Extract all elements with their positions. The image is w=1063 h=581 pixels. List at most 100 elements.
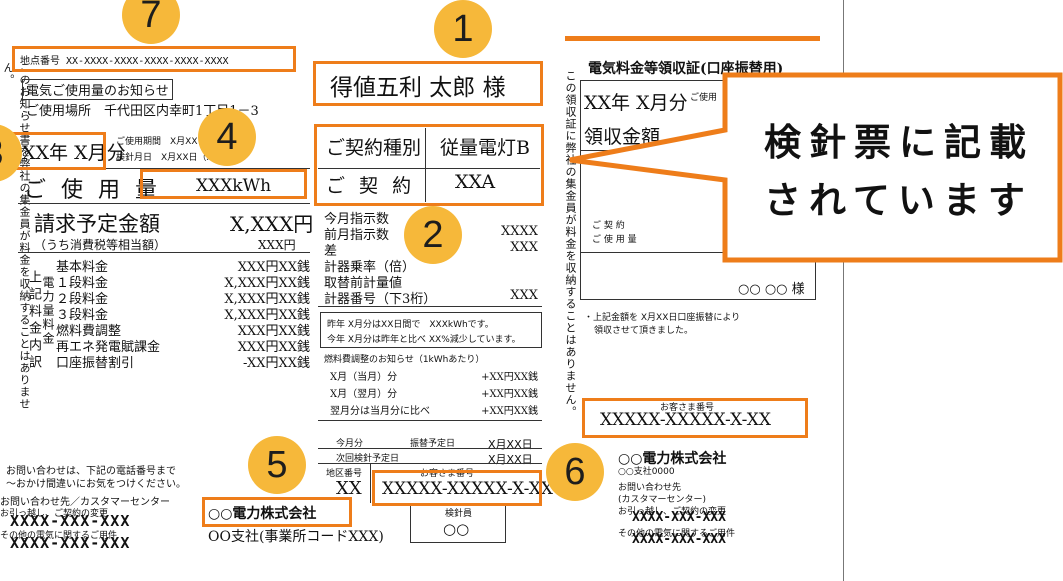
next-meter-label: 次回検針予定日 bbox=[336, 454, 400, 464]
breakdown-row-label: 燃料費調整 bbox=[56, 324, 122, 339]
receipt-top-bar bbox=[565, 36, 820, 41]
fuel-row-label: X月（翌月）分 bbox=[330, 389, 398, 400]
receipt-usage-small-2: ご 使 用 量 bbox=[592, 235, 637, 245]
receipt-honorific: ○○ ○○ 様 bbox=[738, 282, 805, 297]
breakdown-row-value: X,XXX円XX銭 bbox=[224, 292, 310, 307]
meter-row-label: 計器乗率（倍） bbox=[324, 260, 416, 275]
highlight-contract bbox=[314, 124, 544, 206]
breakdown-row-label: 基本料金 bbox=[56, 260, 109, 275]
breakdown-row-label: ２段料金 bbox=[56, 292, 109, 307]
meter-row-label: 差 bbox=[324, 244, 338, 259]
contract-value: XXA bbox=[455, 171, 496, 193]
highlight-usage bbox=[140, 169, 307, 199]
marker-5: 5 bbox=[248, 436, 306, 494]
company-name: ○○電力株式会社 bbox=[208, 506, 317, 522]
breakdown-row-value: XXX円XX銭 bbox=[237, 324, 310, 339]
highlight-month bbox=[8, 132, 106, 170]
fuel-row-label: X月（当月）分 bbox=[330, 372, 398, 383]
notice-title: 電気ご使用量のお知らせ bbox=[22, 79, 173, 100]
contract-type-value: 従量電灯B bbox=[440, 137, 530, 159]
area-value: XX bbox=[336, 478, 362, 499]
inspector-label: 検針員 bbox=[445, 509, 473, 519]
usage-label: ご 使 用 量 bbox=[24, 178, 161, 203]
highlight-customer-name bbox=[313, 61, 543, 106]
receipt-contact-2: (カスタマーセンター) bbox=[618, 495, 707, 505]
contact-line-2: ～おかけ間違いにお気をつけください。 bbox=[6, 479, 186, 490]
receipt-amount-label: 領収金額 bbox=[584, 126, 661, 148]
breakdown-row-value: -XX円XX銭 bbox=[243, 356, 310, 371]
comparison-line-1: 昨年 X月分はXX日間で XXXkWhです。 bbox=[327, 320, 494, 330]
marker-6: 6 bbox=[546, 443, 604, 501]
receipt-note-2: 領収させて頂きました。 bbox=[594, 326, 694, 336]
meter-row-value: XXX bbox=[510, 240, 538, 255]
breakdown-row-label: 口座振替割引 bbox=[56, 356, 135, 371]
breakdown-row-label: ３段料金 bbox=[56, 308, 109, 323]
billing-sub: （うち消費税等相当額） bbox=[34, 238, 167, 252]
marker-4: 4 bbox=[198, 108, 256, 166]
callout-bubble bbox=[569, 72, 1063, 263]
marker-3: 3 bbox=[0, 124, 22, 182]
meter-row-value: XXXX bbox=[500, 224, 538, 239]
fuel-row-label: 翌月分は当月分に比べ bbox=[330, 406, 430, 417]
location-number: 地点番号 XX-XXXX-XXXX-XXXX-XXXX-XXXX bbox=[20, 56, 229, 67]
contact-sub-2: その他の電気に関するご用件 bbox=[0, 531, 118, 541]
callout-line-2: されています bbox=[764, 179, 1033, 222]
transfer-date-label: 振替予定日 bbox=[410, 439, 456, 449]
this-month-label: 今月分 bbox=[336, 439, 364, 449]
fuel-row-value: +XX円XX銭 bbox=[481, 406, 538, 417]
marker-2: 2 bbox=[404, 206, 462, 264]
breakdown-side-label: 上記料金内訳 bbox=[26, 270, 41, 372]
comparison-box: 昨年 X月分はXX日間で XXXkWhです。 今年 X月分は昨年と比べ XX%減… bbox=[320, 312, 542, 348]
receipt-contact-1: お問い合わせ先 bbox=[618, 483, 682, 493]
phone-2: XXXX-XXX-XXX bbox=[10, 534, 131, 552]
fuel-row-value: +XX円XX銭 bbox=[481, 389, 538, 400]
highlight-customer-number bbox=[372, 470, 542, 506]
receipt-month: XX年 X月分 bbox=[584, 92, 688, 114]
meter-row-label: 前月指示数 bbox=[324, 228, 390, 243]
phone-1: XXXX-XXX-XXX bbox=[10, 512, 131, 530]
meter-row-label: 今月指示数 bbox=[324, 212, 390, 227]
receipt-phone-1: XXXX-XXX-XXX bbox=[632, 510, 726, 525]
contact-sub-1: お引っ越し、ご契約の変更 bbox=[0, 509, 109, 519]
customer-no-label: お客さま番号 bbox=[420, 469, 475, 479]
callout-line-1: 検針票に記載 bbox=[764, 121, 1034, 164]
breakdown-row-value: XXX円XX銭 bbox=[237, 340, 310, 355]
office-code: OO支社(事業所コードXXX) bbox=[208, 529, 384, 545]
receipt-note-1: ・上記金額を X月XX日口座振替により bbox=[584, 313, 741, 323]
usage-value: XXXkWh bbox=[196, 176, 272, 196]
highlight-receipt-customer-number bbox=[582, 398, 808, 438]
breakdown-row-value: XXX円XX銭 bbox=[237, 260, 310, 275]
receipt-customer-number: XXXXX-XXXXX-X-XX bbox=[600, 410, 771, 430]
inspector-value: ○○ bbox=[443, 520, 470, 538]
breakdown-side-label-2: 電力量料金 bbox=[41, 276, 55, 346]
billing-label: 請求予定金額 bbox=[34, 212, 160, 236]
fuel-row-value: +XX円XX銭 bbox=[481, 372, 538, 383]
receipt-phone-2: XXXX-XXX-XXX bbox=[632, 532, 726, 547]
meter-date: 検針月日 X月XX日（XX日間） bbox=[116, 153, 246, 163]
breakdown-row-label: 再エネ発電賦課金 bbox=[56, 340, 161, 355]
contact-line-1: お問い合わせは、下記の電話番号まで bbox=[6, 466, 176, 477]
customer-number: XXXXX-XXXXX-X-XX bbox=[382, 479, 553, 499]
next-meter-date: X月XX日 bbox=[488, 453, 533, 466]
tax-value: XXX円 bbox=[258, 238, 296, 252]
receipt-branch: ○○支社0000 bbox=[618, 467, 675, 477]
highlight-location-number bbox=[12, 46, 296, 72]
receipt-contact-sub-1: お引っ越し、ご契約の変更 bbox=[618, 507, 727, 517]
breakdown-row-value: X,XXX円XX銭 bbox=[224, 276, 310, 291]
marker-1: 1 bbox=[434, 0, 492, 58]
breakdown-row-label: １段料金 bbox=[56, 276, 109, 291]
transfer-date: X月XX日 bbox=[488, 438, 533, 451]
page-divider bbox=[843, 0, 844, 581]
highlight-company bbox=[202, 497, 352, 527]
area-label: 地区番号 bbox=[326, 469, 363, 479]
usage-place: ご使用場所 千代田区内幸町1丁目1－3 bbox=[26, 104, 259, 119]
fuel-title: 燃料費調整のお知らせ（1kWhあたり） bbox=[324, 355, 485, 365]
receipt-customer-no-label: お客さま番号 bbox=[660, 403, 715, 413]
bill-month: XX年 X月分 bbox=[22, 142, 126, 164]
comparison-line-2: 今年 X月分は昨年と比べ XX%減少しています。 bbox=[327, 335, 521, 345]
inspector-box: 検針員 ○○ bbox=[410, 503, 506, 543]
receipt-contact-sub-2: その他の電気に関するご用件 bbox=[618, 529, 736, 539]
meter-row-value: XXX bbox=[510, 288, 538, 303]
customer-name: 得値五利 太郎 様 bbox=[330, 75, 506, 101]
usage-period: ご使用期間 X月XX日～X月XX日 bbox=[116, 137, 252, 147]
